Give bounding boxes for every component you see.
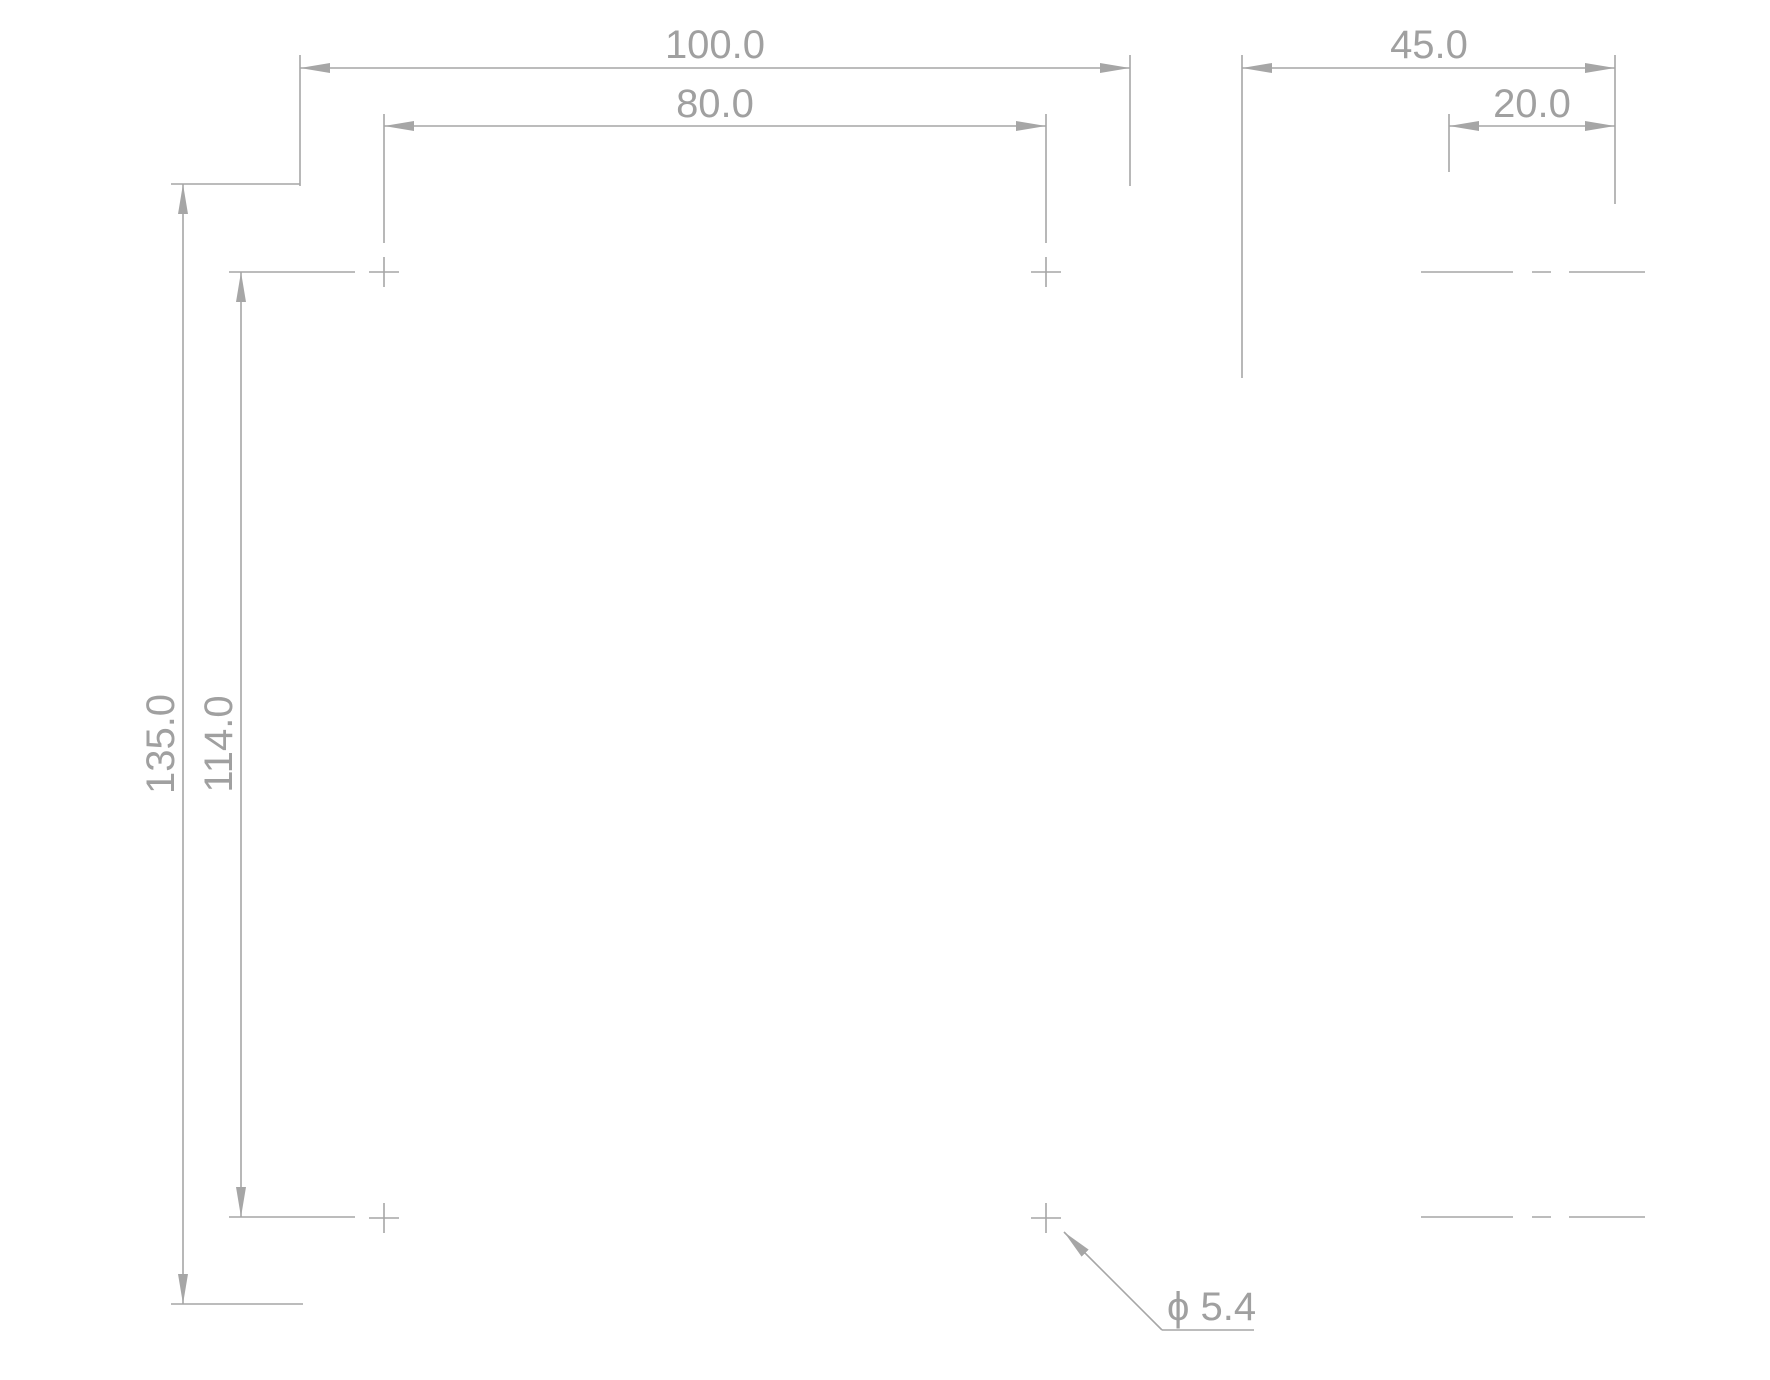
- dimension-overall-height: 135.0: [139, 183, 303, 1305]
- dimension-label: 100.0: [665, 23, 765, 67]
- hole-diameter-callout: ϕ 5.4: [1063, 1231, 1256, 1331]
- dimension-overall-depth: 45.0: [1241, 23, 1616, 378]
- dimension-hole-spacing-horizontal: 80.0: [383, 82, 1047, 243]
- hole-center-mark: [369, 257, 399, 287]
- hole-center-mark: [369, 1203, 399, 1233]
- hole-diameter-label: ϕ 5.4: [1167, 1285, 1256, 1329]
- hole-center-mark: [1031, 1203, 1061, 1233]
- dimension-hole-spacing-vertical: 114.0: [197, 271, 355, 1218]
- dimension-label: 80.0: [676, 82, 754, 126]
- dimension-overall-width: 100.0: [299, 23, 1131, 186]
- hole-center-mark: [1031, 257, 1061, 287]
- dimension-label: 45.0: [1390, 23, 1468, 67]
- dimension-label: 114.0: [197, 695, 241, 792]
- dimension-label: 20.0: [1493, 82, 1571, 126]
- dimension-flange-depth: 20.0: [1448, 82, 1615, 172]
- dimension-label: 135.0: [139, 694, 183, 794]
- leader-line: [1063, 1231, 1163, 1331]
